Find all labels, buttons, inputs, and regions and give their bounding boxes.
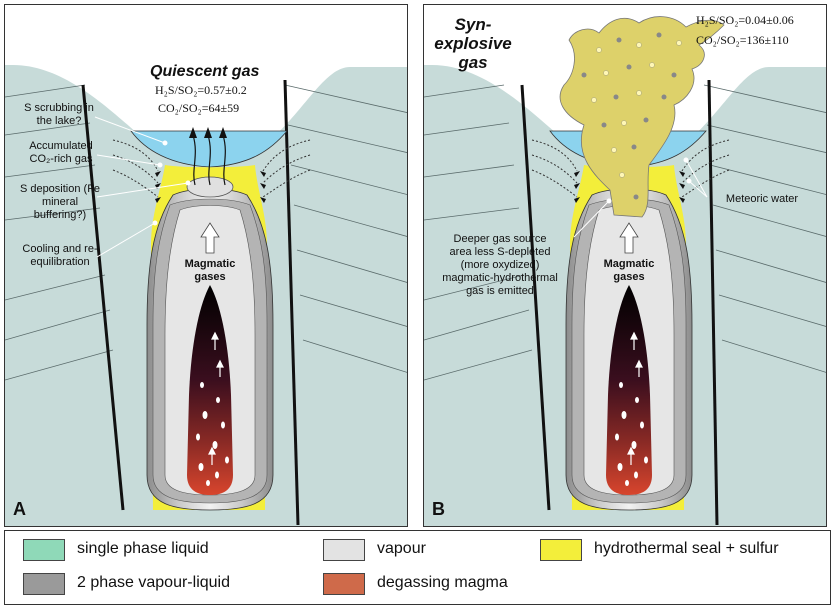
fault-right — [707, 79, 719, 526]
magma-bubbles — [615, 382, 648, 486]
label-magmatic-gases-b: Magmatic gases — [603, 258, 655, 283]
panel-b-co2-ratio: CO₂/SO₂=136±110 — [696, 33, 789, 47]
label-cooling: Cooling and re-equilibration — [22, 243, 98, 268]
panel-a-letter: A — [13, 499, 26, 519]
magmatic-gas-arrow — [200, 222, 220, 254]
legend-label: vapour — [377, 540, 426, 557]
magmatic-gas-arrow — [619, 222, 639, 254]
bubble-arrows — [208, 331, 224, 465]
label-magmatic-gases-a: Magmatic gases — [184, 258, 236, 283]
legend-label: single phase liquid — [77, 540, 209, 557]
label-s-scrubbing: S scrubbing in the lake? — [24, 102, 94, 127]
legend-item-hydrothermal-seal: hydrothermal seal + sulfur — [540, 539, 820, 561]
legend-item-degassing-magma: degassing magma — [323, 573, 508, 595]
panel-b-letter: B — [432, 499, 445, 519]
panel-b-h2s-ratio: H₂S/SO₂=0.04±0.06 — [696, 13, 794, 27]
legend-swatch — [323, 539, 365, 561]
panel-a-co2-ratio: CO₂/SO₂=64±59 — [158, 101, 240, 115]
legend-item-vapour: vapour — [323, 539, 426, 561]
degassing-magma — [187, 285, 233, 495]
fault-left — [520, 84, 551, 511]
panel-b-diagram — [424, 16, 826, 526]
legend-item-2-phase: 2 phase vapour-liquid — [23, 573, 230, 595]
legend-label: hydrothermal seal + sulfur — [594, 540, 779, 557]
strata-lines — [424, 84, 826, 381]
legend-item-single-phase-liquid: single phase liquid — [23, 539, 209, 561]
panel-a-h2s-ratio: H₂S/SO₂=0.57±0.2 — [155, 83, 247, 97]
bubble-arrows — [627, 331, 643, 465]
plume-particles — [581, 32, 682, 200]
panel-a: A Quiescent gas H₂S/SO₂=0.57±0.2 CO₂/SO₂… — [4, 4, 408, 527]
legend-label: 2 phase vapour-liquid — [77, 574, 230, 591]
legend-swatch — [23, 539, 65, 561]
crater-lake — [130, 130, 288, 168]
panel-a-title: Quiescent gas — [150, 63, 260, 80]
legend-swatch — [323, 573, 365, 595]
legend-swatch — [540, 539, 582, 561]
sulfur-deposit — [186, 176, 234, 198]
magma-bubbles — [196, 382, 229, 486]
eruption-plume — [559, 16, 725, 218]
fault-left — [81, 84, 125, 511]
label-meteoric-water: Meteoric water — [725, 193, 799, 205]
legend-swatch — [23, 573, 65, 595]
label-accumulated-gas: Accumulated CO₂-rich gas — [29, 140, 93, 165]
degassing-magma — [606, 285, 652, 495]
legend-label: degassing magma — [377, 574, 508, 591]
legend: single phase liquid vapour hydrothermal … — [4, 530, 831, 605]
panel-a-diagram — [5, 65, 407, 526]
panel-b-title: Syn-explosive gas — [434, 15, 512, 72]
label-deeper-gas-source: Deeper gas source area less S-depleted (… — [442, 233, 558, 297]
gas-arrows — [192, 134, 226, 186]
panel-b: B Syn-explosive gas H₂S/SO₂=0.04±0.06 CO… — [423, 4, 827, 527]
fault-right — [283, 79, 300, 526]
strata-lines — [5, 84, 407, 381]
label-s-deposition: S deposition (Fe mineral buffering?) — [19, 183, 101, 221]
